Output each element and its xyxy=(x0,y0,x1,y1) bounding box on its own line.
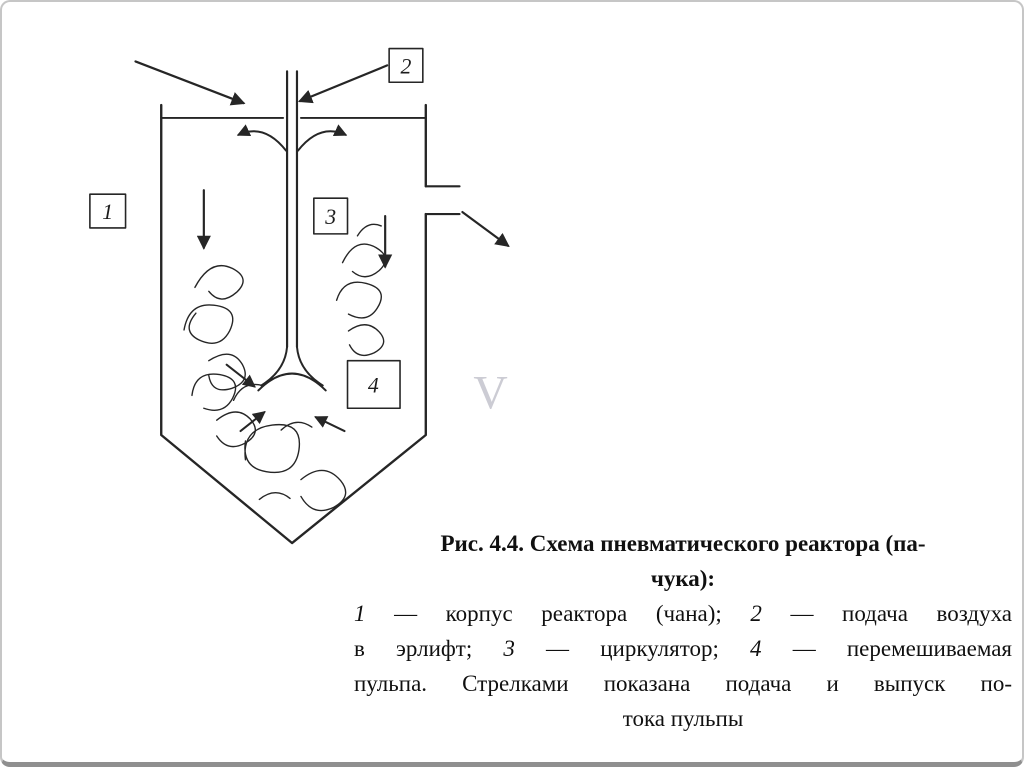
label-box-2 xyxy=(388,47,424,84)
pulp-swirls xyxy=(183,223,387,512)
caption-legend-line4: тока пульпы xyxy=(622,706,744,731)
legend-text: — перемешиваемая xyxy=(761,636,1013,661)
legend-number-2: 2 xyxy=(750,601,762,626)
watermark-v: V xyxy=(473,367,507,419)
legend-text: — циркулятор; xyxy=(514,636,751,661)
bell-inlet-arrow-right xyxy=(314,416,346,433)
label-box-1 xyxy=(89,193,127,229)
legend-text: в эрлифт; xyxy=(354,636,504,661)
label-text-2: 2 xyxy=(401,54,412,78)
vessel-body xyxy=(160,103,427,545)
caption-title-line1: Рис. 4.4. Схема пневматического реактора… xyxy=(440,531,926,556)
label-text-4: 4 xyxy=(368,373,379,397)
label-box-4 xyxy=(346,359,401,410)
label-box-3 xyxy=(313,197,349,235)
tube-outflow-arrows xyxy=(236,124,348,152)
legend-number-3: 3 xyxy=(503,636,515,661)
caption-legend-line1: 1 — корпус реактора (чана); 2 — подача в… xyxy=(354,596,1012,631)
caption-title-line2: чука): xyxy=(650,566,716,591)
legend-text: — подача воздуха xyxy=(761,601,1012,626)
legend-number-4: 4 xyxy=(750,636,762,661)
figure-caption: Рис. 4.4. Схема пневматического реактора… xyxy=(354,526,1012,736)
outlet-pipe xyxy=(424,185,461,216)
tube-outflow-arrow-left xyxy=(236,124,288,152)
legend-text: — корпус реактора (чана); xyxy=(365,601,751,626)
airlift-tube xyxy=(285,70,299,348)
legend-number-1: 1 xyxy=(354,601,366,626)
outlet-arrow xyxy=(461,210,510,248)
tube-outflow-arrow-right xyxy=(296,124,348,152)
caption-legend-line3: пульпа. Стрелками показана подача и выпу… xyxy=(354,671,1012,696)
caption-legend-line2: в эрлифт; 3 — циркулятор; 4 — перемешива… xyxy=(354,631,1012,666)
circulator-bell xyxy=(257,345,327,392)
bell-inlet-arrow-left xyxy=(225,363,256,388)
air-inlet-arrow xyxy=(297,64,389,104)
label-text-1: 1 xyxy=(102,200,113,224)
label-text-3: 3 xyxy=(324,205,336,229)
feed-arrow xyxy=(134,60,246,106)
